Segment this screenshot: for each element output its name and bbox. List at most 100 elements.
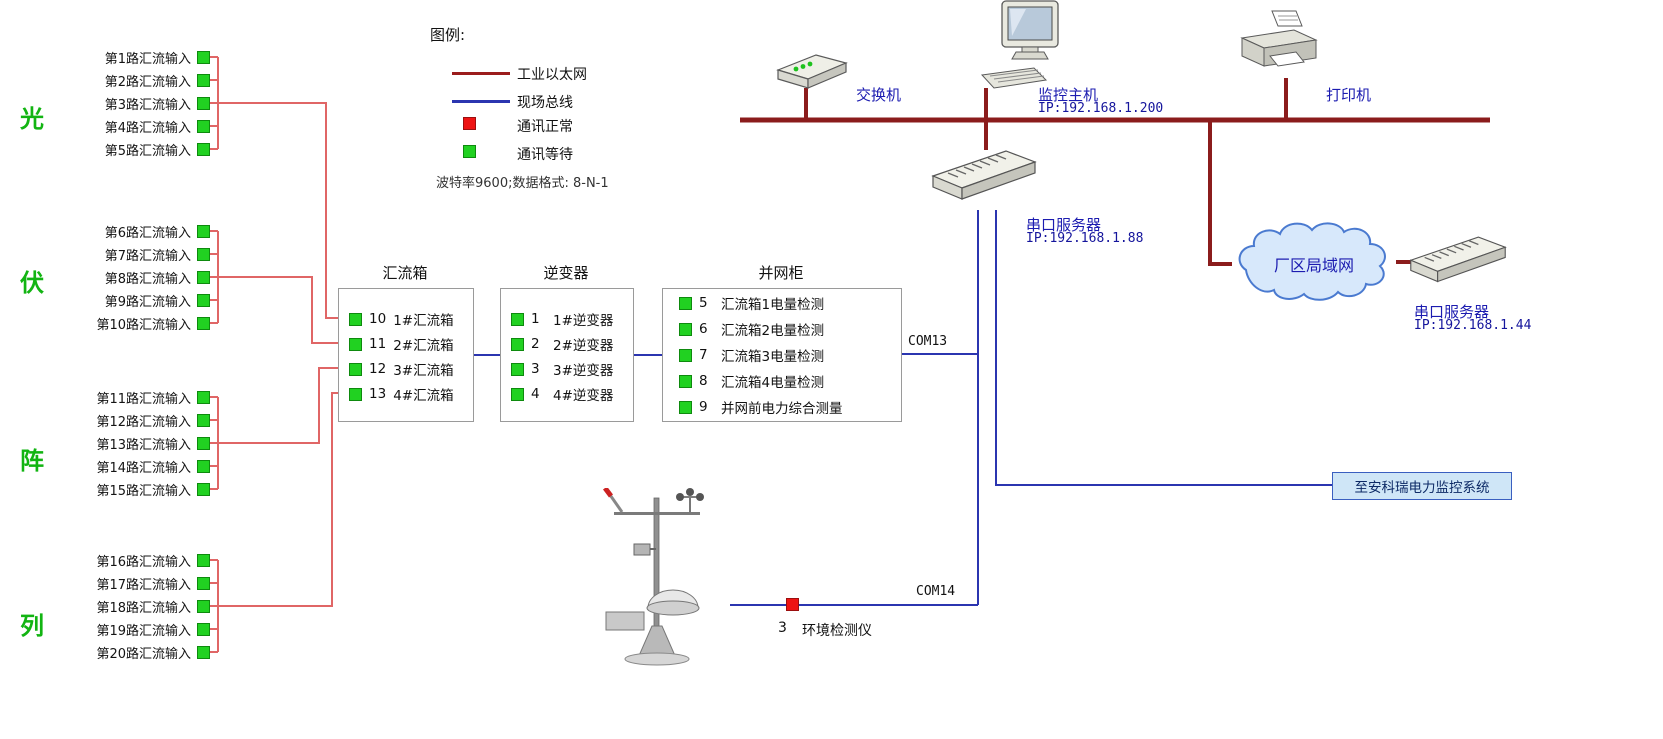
comm-wait-indicator[interactable] <box>197 576 210 590</box>
comm-wait-indicator[interactable] <box>197 119 210 133</box>
pv-input-label: 第7路汇流输入 <box>104 248 191 264</box>
device-address: 2 <box>531 336 540 352</box>
device-label: 汇流箱1电量检测 <box>721 297 825 313</box>
comm-wait-indicator[interactable] <box>197 459 210 473</box>
comm-wait-indicator[interactable] <box>197 142 210 156</box>
comm-wait-indicator[interactable] <box>197 599 210 613</box>
pv-wire-group4 <box>210 392 347 653</box>
legend-ethernet-line-sample <box>452 72 510 75</box>
comm-wait-indicator <box>349 337 362 351</box>
device-label: 2#汇流箱 <box>393 338 454 354</box>
switch-icon[interactable] <box>772 48 852 94</box>
acrel-system-link[interactable]: 至安科瑞电力监控系统 <box>1332 472 1512 500</box>
legend-comm-ok-square <box>463 117 476 130</box>
comm-wait-indicator[interactable] <box>197 96 210 110</box>
pv-input-row: 第2路汇流输入 <box>78 71 210 90</box>
device-label: 4#汇流箱 <box>393 388 454 404</box>
device-label: 汇流箱3电量检测 <box>721 349 825 365</box>
pv-wire-group3 <box>210 367 347 490</box>
comm-wait-indicator[interactable] <box>197 436 210 450</box>
comm-wait-indicator <box>511 337 524 351</box>
pv-input-label: 第20路汇流输入 <box>96 646 191 662</box>
comm-wait-indicator[interactable] <box>197 73 210 87</box>
comm-wait-indicator <box>511 312 524 326</box>
monitor-host-ip: IP:192.168.1.200 <box>1038 101 1164 116</box>
grid-cabinet-item[interactable]: 7 汇流箱3电量检测 <box>679 345 824 365</box>
monitor-host-label: 监控主机 <box>1038 86 1099 104</box>
pv-input-row: 第18路汇流输入 <box>78 597 210 616</box>
device-label: 汇流箱2电量检测 <box>721 323 825 339</box>
comm-wait-indicator <box>679 322 692 336</box>
switch-label: 交换机 <box>856 86 902 104</box>
pv-input-label: 第17路汇流输入 <box>96 577 191 593</box>
pv-input-row: 第1路汇流输入 <box>78 48 210 67</box>
pv-input-label: 第12路汇流输入 <box>96 414 191 430</box>
legend-comm-ok-label: 通讯正常 <box>517 119 573 135</box>
comm-wait-indicator[interactable] <box>197 645 210 659</box>
device-address: 7 <box>699 347 708 363</box>
printer-icon[interactable] <box>1238 10 1320 84</box>
pv-input-label: 第4路汇流输入 <box>104 120 191 136</box>
inverter-item[interactable]: 2 2#逆变器 <box>511 334 613 354</box>
pv-input-row: 第20路汇流输入 <box>78 643 210 662</box>
monitor-host-icon[interactable] <box>980 0 1075 92</box>
pv-input-row: 第5路汇流输入 <box>78 140 210 159</box>
grid-cabinet-item[interactable]: 5 汇流箱1电量检测 <box>679 293 824 313</box>
pv-title-char-3: 阵 <box>20 447 44 475</box>
pv-input-label: 第6路汇流输入 <box>104 225 191 241</box>
device-address: 3 <box>531 361 540 377</box>
comm-wait-indicator[interactable] <box>197 293 210 307</box>
comm-wait-indicator <box>511 362 524 376</box>
legend-fieldbus-line-sample <box>452 100 510 103</box>
pv-input-label: 第10路汇流输入 <box>96 317 191 333</box>
comm-wait-indicator[interactable] <box>197 482 210 496</box>
lan-cloud-label: 厂区局域网 <box>1273 256 1354 275</box>
pv-input-label: 第18路汇流输入 <box>96 600 191 616</box>
device-label: 2#逆变器 <box>553 338 614 354</box>
comm-wait-indicator[interactable] <box>197 316 210 330</box>
comm-wait-indicator[interactable] <box>197 553 210 567</box>
pv-wire-group1 <box>210 56 347 319</box>
device-label: 并网前电力综合测量 <box>721 401 843 417</box>
pv-input-label: 第13路汇流输入 <box>96 437 191 453</box>
comm-wait-indicator <box>679 400 692 414</box>
serial-server2-icon[interactable] <box>1408 232 1508 294</box>
comm-wait-indicator[interactable] <box>197 247 210 261</box>
device-address: 10 <box>369 311 387 327</box>
pv-input-row: 第15路汇流输入 <box>78 480 210 499</box>
comm-wait-indicator[interactable] <box>197 622 210 636</box>
comm-wait-indicator[interactable] <box>197 224 210 238</box>
device-address: 4 <box>531 386 540 402</box>
legend-baudrate-note: 波特率9600;数据格式: 8-N-1 <box>436 176 609 191</box>
pv-input-row: 第12路汇流输入 <box>78 411 210 430</box>
serial-server1-icon[interactable] <box>930 146 1038 212</box>
pv-input-row: 第19路汇流输入 <box>78 620 210 639</box>
pv-input-label: 第8路汇流输入 <box>104 271 191 287</box>
legend-fieldbus-label: 现场总线 <box>517 95 573 111</box>
device-address: 5 <box>699 295 708 311</box>
comm-wait-indicator[interactable] <box>197 413 210 427</box>
lan-cloud-icon[interactable] <box>1226 218 1402 306</box>
comm-wait-indicator[interactable] <box>197 270 210 284</box>
comm-wait-indicator <box>349 387 362 401</box>
comm-wait-indicator[interactable] <box>197 390 210 404</box>
comm-ok-indicator[interactable] <box>786 598 799 611</box>
device-label: 3#汇流箱 <box>393 363 454 379</box>
comm-wait-indicator[interactable] <box>197 50 210 64</box>
grid-cabinet-title: 并网柜 <box>758 264 804 282</box>
pv-input-row: 第13路汇流输入 <box>78 434 210 453</box>
printer-label: 打印机 <box>1326 86 1372 104</box>
weather-station-icon[interactable] <box>578 486 738 668</box>
pv-input-label: 第9路汇流输入 <box>104 294 191 310</box>
pv-input-label: 第2路汇流输入 <box>104 74 191 90</box>
